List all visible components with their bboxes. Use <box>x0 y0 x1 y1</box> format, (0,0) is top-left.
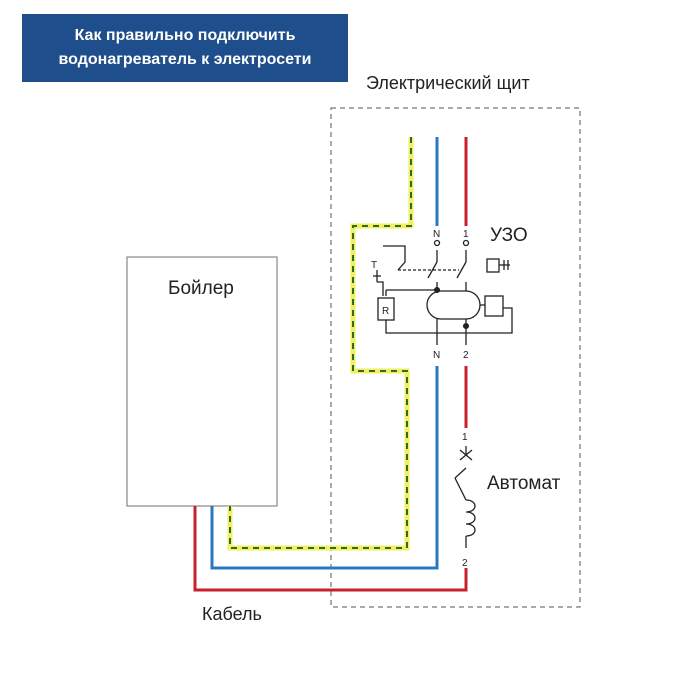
rcd-device <box>373 239 513 345</box>
phase-wire-to-boiler <box>193 506 468 592</box>
rcd-resistor-label: R <box>382 306 389 317</box>
boiler-label: Бойлер <box>168 278 234 299</box>
electrical-panel-border <box>330 107 581 608</box>
breaker-label: Автомат <box>487 473 561 494</box>
rcd-terminal-neutral-in: N <box>433 229 440 240</box>
rcd-terminal-neutral-out: N <box>433 350 440 361</box>
panel-label: Электрический щит <box>366 73 530 93</box>
neutral-wire-to-boiler <box>210 366 439 570</box>
title-line-2: водонагреватель к электросети <box>58 51 312 68</box>
rcd-label: УЗО <box>490 225 528 246</box>
rcd-terminal-phase-out: 2 <box>463 350 469 361</box>
cable-label: Кабель <box>202 604 262 624</box>
title-banner: Как правильно подключить водонагреватель… <box>22 14 348 82</box>
boiler-body <box>126 256 278 507</box>
title-line-1: Как правильно подключить <box>74 27 296 44</box>
rcd-terminal-phase-in: 1 <box>463 229 469 240</box>
ground-wire <box>227 137 414 551</box>
rcd-test-button-label: T <box>371 260 377 271</box>
breaker-terminal-out: 2 <box>462 558 468 569</box>
circuit-breaker <box>454 446 476 548</box>
breaker-terminal-in: 1 <box>462 432 468 443</box>
